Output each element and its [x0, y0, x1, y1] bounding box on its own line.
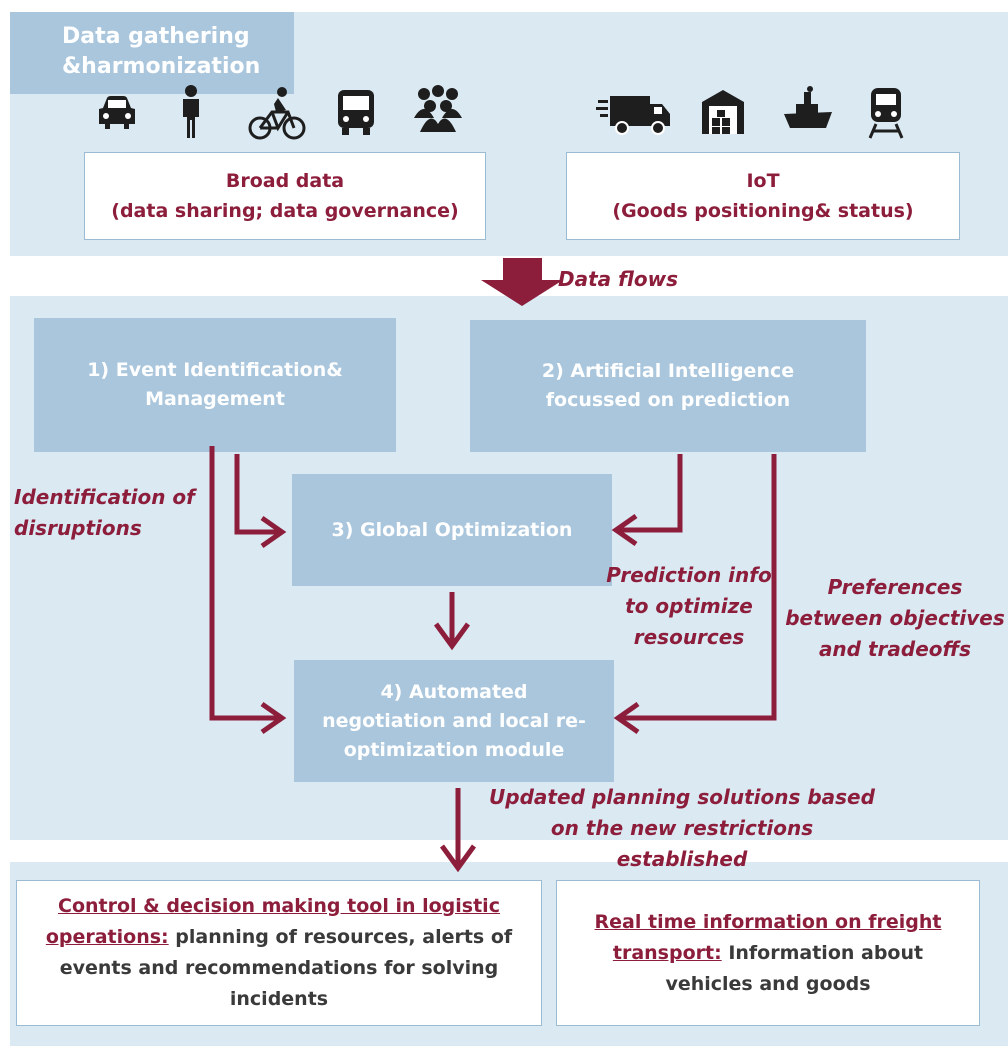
arrow-m1-to-m4 [209, 446, 280, 721]
ship-icon [784, 86, 832, 128]
cyclist-icon [248, 87, 306, 140]
control-rest-2: planning of resources, alerts of [168, 926, 513, 948]
realtime-line-3: vehicles and goods [665, 972, 871, 995]
module-global-optimization: 3) Global Optimization [292, 474, 612, 586]
module-4-line-3: optimization module [343, 738, 565, 761]
module-artificial-intelligence: 2) Artificial Intelligence focussed on pr… [470, 320, 866, 452]
real-time-info-box: Real time information on freight transpo… [556, 880, 980, 1026]
warehouse-icon [702, 90, 744, 134]
car-icon [99, 96, 135, 129]
prediction-line-1: Prediction info [606, 563, 772, 587]
prediction-label: Prediction info to optimize resources [600, 560, 778, 653]
module-event-identification: 1) Event Identification&Management [34, 318, 396, 452]
module-1-line-2: Management [145, 388, 285, 410]
preferences-line-1: Preferences [827, 575, 963, 599]
module-4-line-1: 4) Automated [380, 680, 528, 703]
module-4-line-2: negotiation and local re- [322, 709, 586, 732]
disruptions-label: Identification of disruptions [14, 482, 195, 544]
preferences-line-2: between objectives [785, 606, 1005, 630]
module-automated-negotiation: 4) Automated negotiation and local re-opt… [294, 660, 614, 782]
preferences-label: Preferences between objectives and trade… [784, 572, 1006, 665]
preferences-line-3: and tradeoffs [818, 637, 972, 661]
iot-subtitle: (Goods positioning& status) [612, 200, 914, 222]
realtime-rest-2: Information about [721, 941, 924, 964]
control-decision-box: Control & decision making tool in logist… [16, 880, 542, 1026]
module-2-line-1: 2) Artificial Intelligence [541, 360, 795, 382]
updated-line-1: Updated planning solutions based [489, 785, 875, 809]
module-2-line-2: focussed on prediction [545, 389, 791, 411]
module-3-label: 3) Global Optimization [331, 518, 573, 541]
realtime-highlight-2: transport: [612, 941, 722, 964]
control-highlight-1: Control & decision making tool in logist… [58, 895, 500, 917]
data-gathering-tag: Data gathering &harmonization [10, 12, 294, 94]
group-icon [414, 85, 462, 132]
iot-box: IoT (Goods positioning& status) [566, 152, 960, 240]
data-flows-label: Data flows [558, 267, 678, 291]
broad-data-subtitle: (data sharing; data governance) [111, 200, 459, 222]
control-line-4: incidents [229, 988, 329, 1010]
bus-icon [338, 90, 374, 135]
updated-line-2: on the new restrictions established [550, 816, 814, 871]
realtime-highlight-1: Real time information on freight [594, 910, 942, 933]
disruptions-line-1: Identification of [14, 485, 195, 509]
module-1-line-1: 1) Event Identification& [87, 359, 343, 381]
arrow-m2-to-m3 [618, 454, 683, 533]
disruptions-line-2: disruptions [14, 516, 142, 540]
tag-line-1: Data gathering [62, 24, 250, 49]
prediction-line-2: to optimize [625, 594, 753, 618]
tag-line-2: &harmonization [62, 54, 261, 79]
person-icon [183, 85, 199, 138]
prediction-line-3: resources [633, 625, 745, 649]
data-flows-arrow [481, 258, 563, 306]
train-icon [868, 88, 904, 139]
control-highlight-2: operations: [45, 926, 169, 948]
arrow-m1-to-m3 [234, 454, 280, 535]
broad-data-box: Broad data (data sharing; data governanc… [84, 152, 486, 240]
iot-title: IoT [746, 170, 780, 192]
truck-icon [596, 96, 670, 135]
arrow-m2-to-m4 [620, 454, 777, 721]
control-line-3: events and recommendations for solving [59, 957, 499, 979]
broad-data-title: Broad data [225, 170, 345, 192]
